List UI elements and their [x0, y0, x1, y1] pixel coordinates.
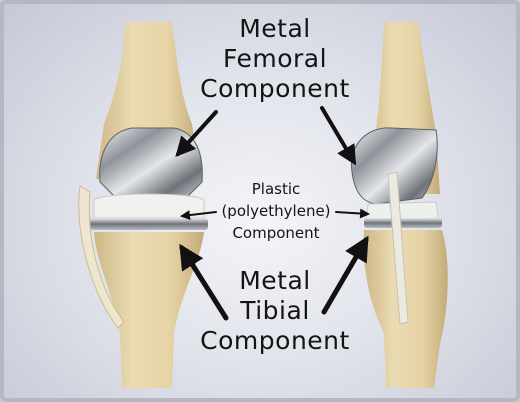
label-tibial-line-2: Tibial [200, 296, 350, 326]
label-plastic-line-3: Component [212, 222, 340, 244]
label-plastic-line-2: (polyethylene) [212, 200, 340, 222]
front-tibial-tray [90, 218, 208, 230]
side-plastic-component [366, 202, 438, 220]
label-tibial-line-3: Component [200, 326, 350, 356]
front-knee-model [79, 22, 208, 388]
side-tibial-tray [364, 218, 442, 228]
arrow-plastic-right [336, 212, 368, 214]
label-femoral-line-1: Metal [200, 14, 350, 44]
label-femoral-line-3: Component [200, 74, 350, 104]
side-knee-model [351, 22, 447, 388]
front-femoral-component [100, 128, 203, 196]
label-metal-femoral-component: Metal Femoral Component [200, 14, 350, 104]
label-metal-tibial-component: Metal Tibial Component [200, 266, 350, 356]
label-plastic-line-1: Plastic [212, 178, 340, 200]
label-tibial-line-1: Metal [200, 266, 350, 296]
arrow-femoral-right [322, 108, 354, 162]
label-plastic-component: Plastic (polyethylene) Component [212, 178, 340, 244]
label-femoral-line-2: Femoral [200, 44, 350, 74]
